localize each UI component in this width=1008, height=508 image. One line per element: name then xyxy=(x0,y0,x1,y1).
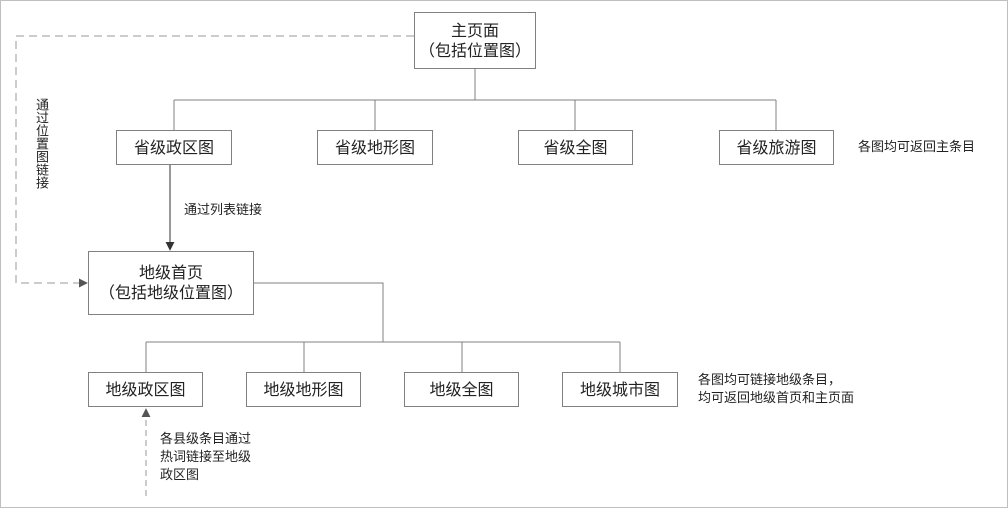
province-admin-map-label: 省级政区图 xyxy=(133,137,214,157)
prefecture-home-box[interactable]: 地级首页 （包括地级位置图） xyxy=(88,251,254,315)
prefecture-admin-map-label: 地级政区图 xyxy=(105,379,186,399)
prefecture-admin-map-box[interactable]: 地级政区图 xyxy=(88,372,203,407)
province-admin-map-box[interactable]: 省级政区图 xyxy=(116,130,232,165)
province-terrain-map-label: 省级地形图 xyxy=(334,137,415,157)
prefecture-city-map-label: 地级城市图 xyxy=(579,379,660,399)
location-map-link-label: 通过位置图链接 xyxy=(33,98,48,189)
hot-word-note-line-2: 热词链接至地级 xyxy=(160,450,252,465)
province-full-map-label: 省级全图 xyxy=(543,137,608,157)
prefecture-home-title: 地级首页 xyxy=(138,263,203,282)
main-page-box[interactable]: 主页面 （包括位置图） xyxy=(414,12,536,69)
province-full-map-box[interactable]: 省级全图 xyxy=(518,130,633,165)
location-map-link-arrow xyxy=(15,35,414,288)
prefecture-home-subtitle: （包括地级位置图） xyxy=(98,283,243,302)
hot-word-note-line-3: 政区图 xyxy=(160,468,200,483)
province-tourism-map-label: 省级旅游图 xyxy=(736,137,817,157)
province-tourism-map-box[interactable]: 省级旅游图 xyxy=(719,130,834,165)
tree-main-to-province xyxy=(173,69,777,130)
prefecture-full-map-label: 地级全图 xyxy=(429,379,494,399)
prefecture-full-map-box[interactable]: 地级全图 xyxy=(404,372,519,407)
prefecture-terrain-map-box[interactable]: 地级地形图 xyxy=(246,372,361,407)
tree-prefecture xyxy=(145,282,621,372)
province-terrain-map-box[interactable]: 省级地形图 xyxy=(317,130,433,165)
main-page-title: 主页面 xyxy=(450,20,499,40)
province-return-note: 各图均可返回主条目 xyxy=(858,140,976,155)
prefecture-city-map-box[interactable]: 地级城市图 xyxy=(562,372,678,407)
prefecture-terrain-map-label: 地级地形图 xyxy=(263,379,344,399)
list-link-label: 通过列表链接 xyxy=(184,203,263,218)
hot-word-note-line-1: 各县级条目通过 xyxy=(160,432,252,447)
prefecture-link-note-line-1: 各图均可链接地级条目， xyxy=(698,373,842,388)
prefecture-link-note-line-2: 均可返回地级首页和主页面 xyxy=(698,391,855,406)
main-page-subtitle: （包括位置图） xyxy=(418,40,531,60)
